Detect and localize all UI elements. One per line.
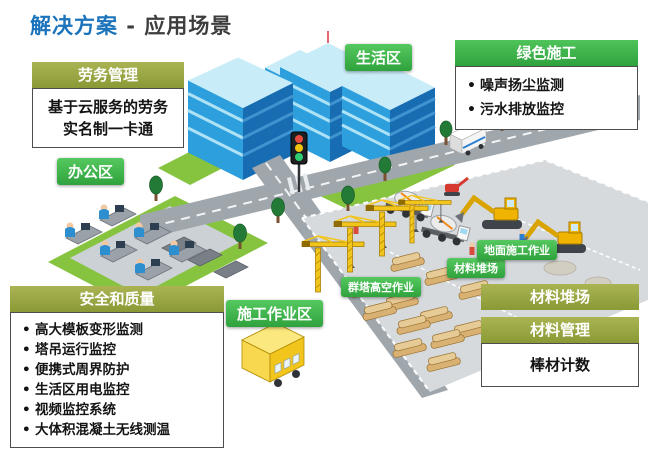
- tower-cranes: [301, 194, 452, 293]
- site-fence: [301, 158, 649, 219]
- excavator: [455, 194, 522, 229]
- page-title: 解决方案 - 应用场景: [30, 10, 232, 40]
- tower-crane: [398, 194, 452, 244]
- zone-label-construction: 施工作业区: [226, 300, 324, 327]
- list-item: 视频监控系统: [22, 400, 219, 420]
- desk-with-worker: [135, 258, 173, 281]
- list-item: 污水排放监控: [467, 98, 633, 122]
- building: [341, 63, 436, 170]
- office-pavement: [70, 206, 240, 295]
- safety-quality-body: 高大模板变形监测 塔吊运行监控 便携式周界防护 生活区用电监控 视频监控系统 大…: [10, 312, 224, 448]
- list-item: 高大模板变形监测: [22, 320, 219, 340]
- list-item: 便携式周界防护: [22, 360, 219, 380]
- list-item: 大体积混凝土无线测温: [22, 420, 219, 440]
- zone-label-ground-work: 地面施工作业: [477, 240, 557, 260]
- green-construction-panel: 绿色施工 噪声扬尘监测 污水排放监控: [455, 40, 638, 130]
- list-item: 噪声扬尘监测: [467, 74, 633, 98]
- green-construction-header: 绿色施工: [455, 40, 638, 66]
- desk-with-worker: [65, 222, 103, 245]
- title-primary: 解决方案: [30, 14, 118, 38]
- mixer-truck: [420, 214, 471, 246]
- workers: [353, 221, 525, 255]
- tower-crane: [333, 215, 397, 273]
- material-management-panel: 材料管理 棒材计数: [481, 317, 639, 387]
- tower-crane: [365, 199, 429, 257]
- office-desks: [65, 204, 207, 281]
- zone-label-tower-cranes: 群塔高空作业: [341, 277, 421, 297]
- zone-label-material-yard: 材料堆场: [447, 258, 505, 278]
- tower-crane: [301, 235, 365, 293]
- safety-quality-panel: 安全和质量 高大模板变形监测 塔吊运行监控 便携式周界防护 生活区用电监控 视频…: [10, 286, 224, 448]
- safety-quality-header: 安全和质量: [10, 286, 224, 312]
- traffic-light: [290, 131, 308, 192]
- list-item: 生活区用电监控: [22, 380, 219, 400]
- material-yard-panel: 材料堆场: [481, 284, 639, 310]
- labor-panel: 劳务管理 基于云服务的劳务 实名制一卡通: [32, 62, 184, 148]
- material-management-header: 材料管理: [481, 317, 639, 343]
- yellow-bus: [241, 322, 305, 387]
- desk-with-worker: [99, 204, 137, 227]
- site-fence: [301, 217, 431, 393]
- material-piles: [350, 252, 493, 372]
- green-construction-body: 噪声扬尘监测 污水排放监控: [455, 66, 638, 130]
- labor-line-2: 实名制一卡通: [62, 120, 153, 138]
- desk-with-worker: [169, 240, 207, 263]
- labor-panel-header: 劳务管理: [32, 62, 184, 88]
- desk-with-worker: [134, 222, 172, 245]
- list-item: 塔吊运行监控: [22, 340, 219, 360]
- building: [187, 57, 294, 180]
- desk-with-worker: [100, 240, 138, 263]
- material-management-body: 棒材计数: [481, 343, 639, 387]
- zone-label-office: 办公区: [57, 158, 125, 185]
- material-yard-header: 材料堆场: [481, 284, 639, 310]
- red-mini-excavator: [444, 176, 469, 196]
- title-secondary: - 应用场景: [118, 14, 233, 38]
- labor-panel-body: 基于云服务的劳务 实名制一卡通: [32, 88, 184, 148]
- zone-label-living: 生活区: [345, 44, 413, 71]
- labor-line-1: 基于云服务的劳务: [47, 98, 168, 116]
